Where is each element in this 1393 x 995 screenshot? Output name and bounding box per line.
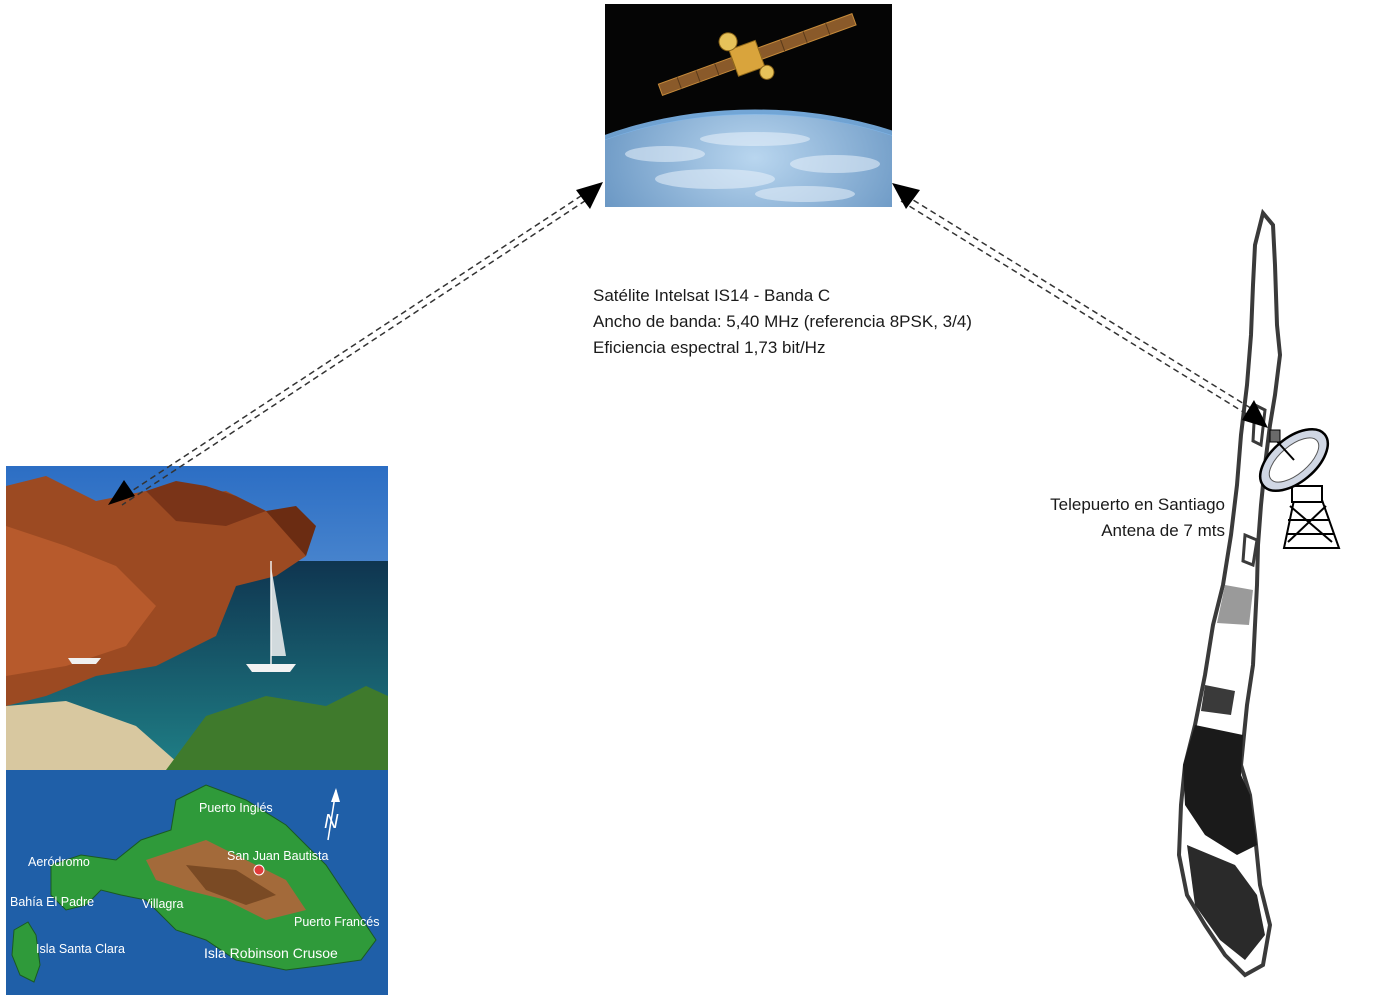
north-arrow-icon: N (324, 788, 340, 841)
uplink-island-line (117, 189, 591, 501)
satellite-image (605, 4, 892, 207)
map-label-villagra: Villagra (142, 897, 184, 911)
arrowhead-satellite-left (576, 182, 603, 209)
map-label-robinson: Isla Robinson Crusoe (204, 945, 338, 961)
satellite-info-line3: Eficiencia espectral 1,73 bit/Hz (593, 338, 826, 357)
satellite-icon (657, 13, 857, 97)
map-label-santa-clara: Isla Santa Clara (36, 942, 125, 956)
arrowhead-island (108, 480, 135, 505)
map-label-bahia: Bahía El Padre (10, 895, 94, 909)
satellite-dish-icon (1259, 428, 1341, 549)
svg-text:N: N (324, 811, 339, 833)
satellite-info-line1: Satélite Intelsat IS14 - Banda C (593, 286, 831, 305)
map-label-puerto-frances: Puerto Francés (294, 915, 379, 929)
arrowhead-teleport (1242, 400, 1268, 428)
island-map: N Puerto Inglés Aeródromo San Juan Bauti… (6, 770, 388, 995)
teleport-info-line1: Telepuerto en Santiago (1050, 495, 1225, 514)
teleport-info-line2: Antena de 7 mts (1101, 521, 1225, 540)
satellite-info: Satélite Intelsat IS14 - Banda C Ancho d… (593, 283, 972, 361)
teleport-info: Telepuerto en Santiago Antena de 7 mts (1050, 492, 1225, 544)
map-label-aerodromo: Aeródromo (28, 855, 90, 869)
map-label-puerto-ingles: Puerto Inglés (199, 801, 273, 815)
satellite-info-line2: Ancho de banda: 5,40 MHz (referencia 8PS… (593, 312, 972, 331)
arrowhead-satellite-right (892, 183, 920, 209)
map-label-san-juan: San Juan Bautista (227, 849, 329, 863)
island-photo (6, 466, 388, 770)
